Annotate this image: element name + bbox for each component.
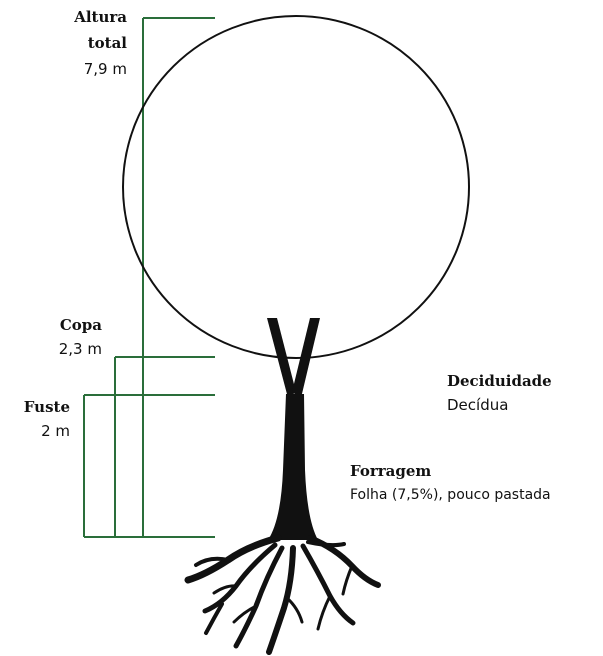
altura-total-value: 7,9 m — [74, 58, 127, 80]
tree-trunk — [267, 318, 320, 540]
forragem-value: Folha (7,5%), pouco pastada — [350, 484, 551, 506]
copa-value: 2,3 m — [59, 338, 102, 360]
altura-total-label: Altura total 7,9 m — [74, 6, 127, 80]
copa-title: Copa — [59, 314, 102, 336]
altura-total-title-line1: Altura — [74, 6, 127, 28]
deciduidade-value: Decídua — [447, 394, 552, 416]
deciduidade-label: Deciduidade Decídua — [447, 370, 552, 416]
fuste-value: 2 m — [24, 420, 70, 442]
copa-label: Copa 2,3 m — [59, 314, 102, 360]
altura-total-title-line2: total — [74, 32, 127, 54]
forragem-label: Forragem Folha (7,5%), pouco pastada — [350, 460, 551, 506]
fuste-title: Fuste — [24, 396, 70, 418]
canopy-outline — [123, 16, 469, 358]
forragem-title: Forragem — [350, 460, 551, 482]
copa-bracket — [115, 357, 215, 537]
altura-total-bracket — [143, 18, 215, 537]
trunk-body — [268, 394, 318, 540]
deciduidade-title: Deciduidade — [447, 370, 552, 392]
tree-roots — [188, 538, 378, 652]
fuste-bracket — [84, 395, 215, 537]
fuste-label: Fuste 2 m — [24, 396, 70, 442]
